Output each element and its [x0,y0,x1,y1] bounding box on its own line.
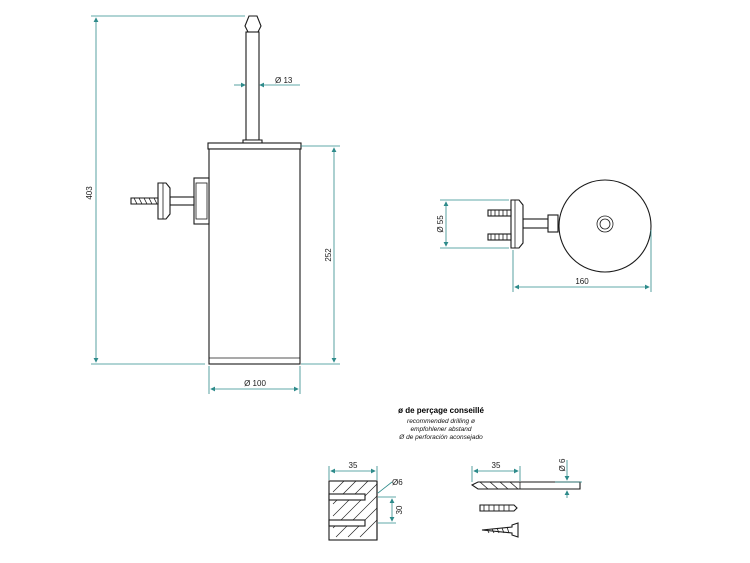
wall-spacing-label: 30 [395,505,404,514]
total-height-label: 403 [85,186,94,200]
note-spanish: Ø de perforación aconsejado [398,434,483,441]
screw [481,522,519,538]
wall-plate [157,182,171,220]
fixing-drill-label: Ø 6 [558,458,567,471]
wall-detail: 35 Ø6 30 [328,461,404,541]
projection-label: 160 [575,277,589,286]
plate-diameter-label: Ø 55 [436,215,445,233]
handle-rod [245,31,260,141]
rod-hole [596,215,614,233]
fixing-detail: 35 Ø 6 [470,458,582,538]
front-view: 403 252 Ø 13 Ø 100 [85,15,340,394]
side-dowel-top [487,209,512,217]
fixing-depth-label: 35 [492,461,501,470]
handle-diameter-label: Ø 13 [275,76,293,85]
container-diameter-label: Ø 100 [244,379,266,388]
container-body [208,148,301,365]
wall-depth-label: 35 [349,461,358,470]
side-view: Ø 55 160 [436,179,652,292]
side-dowel-bottom [487,233,512,241]
note-title: ø de perçage conseillé [398,406,484,415]
drilling-note: ø de perçage conseillé recommended drill… [398,406,484,441]
wall-hole-label: Ø6 [392,478,403,487]
bracket-arm [169,196,195,206]
container-disc [558,179,652,273]
handle-knob [244,15,262,33]
note-german: empfohlener abstand [410,426,471,433]
drill-bit [470,481,581,490]
container-lid [207,142,302,150]
side-wall-plate [510,199,524,249]
container-height-label: 252 [324,248,333,262]
wall-plug [479,504,518,512]
note-english: recommended drilling ø [407,418,475,425]
